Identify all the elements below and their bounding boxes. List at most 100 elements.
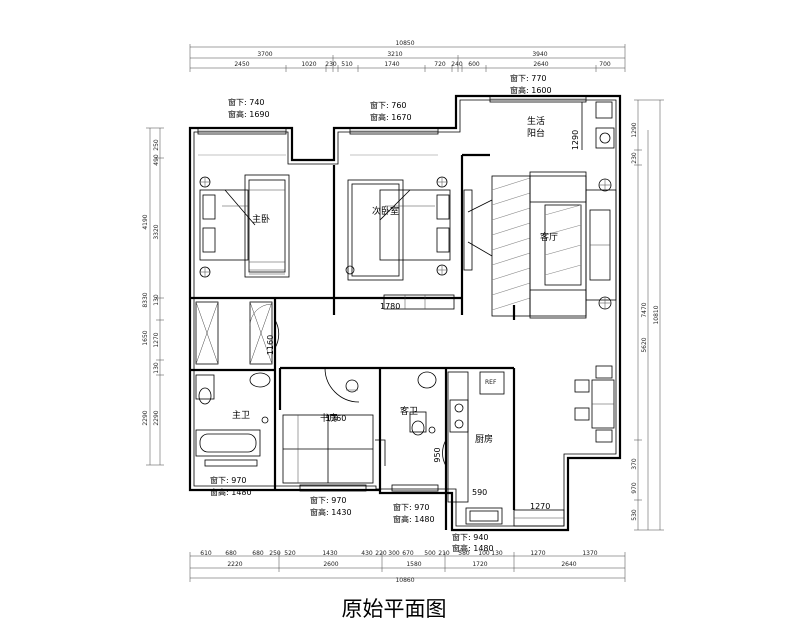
window-note-sill: 窗下: 970 [393,502,430,512]
second-bedroom-furniture [345,176,455,310]
top-dim-a: 3700 [257,51,272,58]
left-seg-3: 4190 [142,214,149,229]
master-door-dim: 1160 [266,335,275,355]
right-inner-dim-5: 530 [631,509,638,521]
top-seg-2: 1020 [301,61,316,68]
windows [197,95,587,527]
stove-icon [449,399,469,433]
bottom-seg-7: 430 [361,550,373,557]
guest-bath-fixtures [409,371,437,436]
fridge-label: REF [485,379,497,386]
closets [195,301,273,365]
study-furniture [282,379,374,484]
left-seg-7: 1270 [153,332,160,347]
inline-dimensions: 1290 1780 1160 1360 950 590 1270 [266,130,580,511]
guest-bath-door-dim: 950 [433,447,442,462]
top-dim-c: 3940 [532,51,547,58]
kitchen-door-dim: 590 [472,488,487,497]
right-inner-dim-2: 230 [631,152,638,164]
left-seg-4: 3320 [153,224,160,239]
window-note-height: 窗高: 1480 [393,514,435,524]
bottom-mid-5: 2640 [561,561,576,568]
guest-bath-label: 客卫 [400,405,418,417]
bathtub [195,429,261,457]
second-bedroom-label: 次卧室 [372,205,399,217]
bottom-seg-6: 1430 [322,550,337,557]
right-mid-dim-2: 5620 [641,337,648,352]
left-seg-2: 490 [153,154,160,166]
fridge [479,371,505,395]
right-outer-dim: 10810 [653,305,660,324]
bottom-seg-14: 100 [478,550,490,557]
master-bedroom-furniture [199,174,290,278]
top-seg-8: 600 [468,61,480,68]
right-dimension-chains: 10810 7470 5620 1290 230 370 970 530 [631,99,664,531]
window-note-sill: 窗下: 940 [452,532,489,542]
top-seg-5: 1740 [384,61,399,68]
bottom-mid-2: 2600 [323,561,338,568]
walls [188,94,622,532]
top-seg-9: 2640 [533,61,548,68]
kitchen-label: 厨房 [475,433,493,445]
top-seg-4: 510 [341,61,353,68]
balcony-depth-dim: 1290 [571,130,580,150]
left-seg-1: 250 [153,139,160,151]
bottom-seg-4: 250 [269,550,281,557]
chair [345,379,359,393]
washer [595,127,615,149]
master-bath-label: 主卫 [232,409,250,421]
top-seg-3: 230 [325,61,337,68]
bottom-seg-3: 680 [252,550,264,557]
tv-cabinet [463,189,473,271]
left-dimension-chains: 8330 250 490 4190 3320 130 1650 1270 130… [142,127,164,466]
bottom-mid-3: 1580 [406,561,421,568]
left-seg-5: 130 [153,294,160,306]
bottom-seg-17: 1370 [582,550,597,557]
toilet-icon [409,411,427,433]
top-dim-b: 3210 [387,51,402,58]
window-note-sill: 窗下: 740 [228,97,265,107]
window-note-height: 窗高: 1430 [310,507,352,517]
bottom-seg-2: 680 [225,550,237,557]
top-seg-10: 700 [599,61,611,68]
top-seg-6: 720 [434,61,446,68]
bottom-seg-13: 580 [458,550,470,557]
bottom-total-dim: 10860 [395,577,414,584]
dining-furniture [574,365,615,443]
left-seg-9: 2290 [142,410,149,425]
bottom-seg-15: 130 [491,550,503,557]
left-total-dim: 8330 [142,292,149,307]
bottom-mid-4: 1720 [472,561,487,568]
window-note-height: 窗高: 1690 [228,109,270,119]
bottom-seg-8: 220 [375,550,387,557]
bottom-mid-1: 2220 [227,561,242,568]
bottom-seg-12: 210 [438,550,450,557]
sink-icon [249,372,271,388]
master-bedroom-label: 主卧 [252,213,270,225]
living-room-label: 客厅 [540,231,558,243]
bottom-seg-5: 520 [284,550,296,557]
bottom-seg-10: 670 [402,550,414,557]
living-room-furniture [463,171,617,319]
page-title: 原始平面图 [342,597,447,621]
sofa [585,189,617,301]
study-label: 书房 [320,412,338,424]
kitchen-fixtures [447,371,505,525]
bottom-seg-9: 300 [388,550,400,557]
master-bath-fixtures [195,372,271,457]
left-seg-10: 2290 [153,410,160,425]
toilet-icon [195,374,215,400]
top-seg-7: 240 [451,61,463,68]
balcony-label-1: 生活 [527,115,545,127]
sink-icon [465,507,503,525]
left-seg-6: 1650 [142,330,149,345]
balcony-label-2: 阳台 [527,127,545,139]
window-note-sill: 窗下: 970 [210,475,247,485]
doors [274,319,447,467]
top-seg-1: 2450 [234,61,249,68]
bottom-seg-11: 500 [424,550,436,557]
window-note-sill: 窗下: 760 [370,100,407,110]
room-labels: 主卧 次卧室 客厅 生活 阳台 主卫 书房 客卫 厨房 REF [232,115,558,445]
window-note-height: 窗高: 1480 [210,487,252,497]
